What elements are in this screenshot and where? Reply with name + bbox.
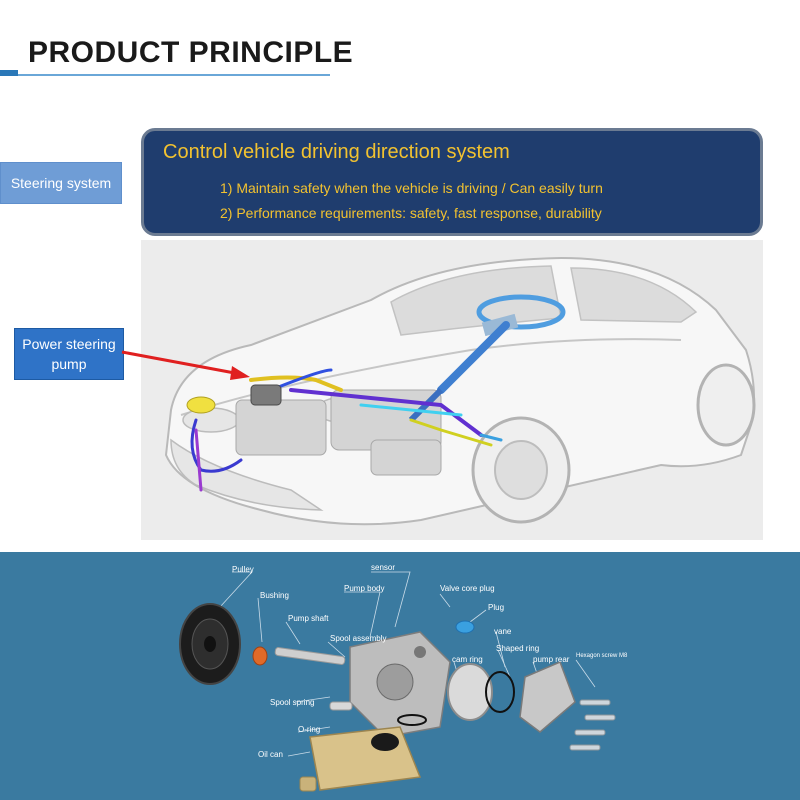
- label-spool-assembly: Spool assembly: [330, 634, 387, 643]
- label-vane: vane: [494, 627, 512, 636]
- oil-can-part: [299, 726, 422, 792]
- label-spool-spring: Spool spring: [270, 698, 315, 707]
- label-cam-ring: cam ring: [452, 655, 483, 664]
- car-wheels: [471, 363, 756, 524]
- label-sensor: sensor: [371, 563, 396, 572]
- title-underline-accent: [0, 70, 18, 76]
- page-title: PRODUCT PRINCIPLE: [28, 36, 354, 69]
- spool-spring-part: [329, 701, 353, 711]
- label-valve-core-plug: Valve core plug: [440, 584, 495, 593]
- label-hexagon-screw: Hexagon screw M8: [576, 653, 628, 659]
- car-drawing: [164, 256, 756, 526]
- info-line-1: 1) Maintain safety when the vehicle is d…: [220, 180, 603, 196]
- pump-shaft-part: [274, 647, 346, 665]
- shaped-ring-part: [485, 671, 515, 713]
- power-steering-pump-label: Power steering pump: [14, 328, 124, 380]
- bushing-part: [252, 646, 268, 666]
- label-shaped-ring: Shaped ring: [496, 644, 540, 653]
- steering-system-label: Steering system: [0, 162, 122, 204]
- engine-components: [235, 389, 442, 476]
- cam-ring-part: [447, 663, 493, 721]
- pump-arrow: [121, 350, 250, 380]
- car-body: [164, 256, 755, 526]
- pulley-part: [179, 603, 241, 685]
- label-bushing: Bushing: [260, 591, 289, 600]
- label-oil-can: Oil can: [258, 750, 283, 759]
- hexagon-screws: [569, 699, 616, 751]
- o-ring-part: [397, 714, 427, 726]
- info-panel-title: Control vehicle driving direction system: [163, 141, 510, 163]
- label-o-ring: O-ring: [298, 725, 321, 734]
- car-illustration: [141, 240, 763, 540]
- label-pulley: Pulley: [232, 565, 254, 574]
- hydraulic-lines: [190, 368, 503, 492]
- label-pump-shaft: Pump shaft: [288, 614, 329, 623]
- title-underline: [0, 74, 330, 76]
- info-panel: Control vehicle driving direction system…: [141, 128, 763, 236]
- label-plug: Plug: [488, 603, 505, 612]
- pump-label-line1: Power steering: [22, 336, 116, 352]
- label-pump-rear: pump rear: [533, 655, 570, 664]
- steering-system-text: Steering system: [10, 175, 112, 191]
- reservoir-highlight: [186, 396, 216, 414]
- exploded-diagram: [179, 571, 616, 792]
- pump-label-line2: pump: [51, 356, 87, 372]
- pump-highlight: [250, 384, 282, 406]
- plug-part: [455, 620, 475, 634]
- pump-rear-part: [519, 661, 576, 733]
- pump-body-part: [349, 631, 451, 738]
- label-pump-body: Pump body: [344, 584, 385, 593]
- exploded-view-panel: Pulley Bushing Pump shaft sensor Pump bo…: [0, 552, 800, 800]
- info-line-2: 2) Performance requirements: safety, fas…: [220, 205, 602, 221]
